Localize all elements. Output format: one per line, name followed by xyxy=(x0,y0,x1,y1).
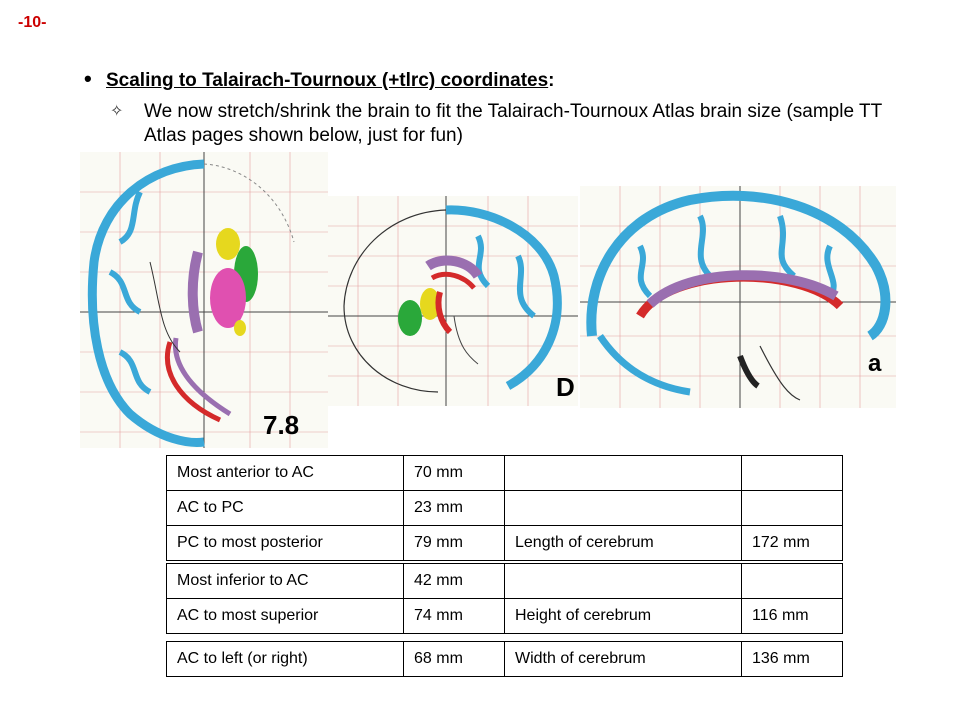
atlas-axial-label: 7.8 xyxy=(263,410,300,440)
table-cell: AC to PC xyxy=(166,490,404,526)
main-bullet: • Scaling to Talairach-Tournoux (+tlrc) … xyxy=(84,66,555,92)
table-row: Most inferior to AC 42 mm xyxy=(166,563,843,599)
table-cell: Width of cerebrum xyxy=(504,641,742,677)
table-row: AC to left (or right) 68 mm Width of cer… xyxy=(166,641,843,677)
table-cell xyxy=(741,455,843,491)
table-cell xyxy=(504,455,742,491)
sub-bullet-text: We now stretch/shrink the brain to fit t… xyxy=(144,101,882,146)
bullet-heading-colon: : xyxy=(548,70,555,91)
table-cell: Most inferior to AC xyxy=(166,563,404,599)
table-cell: 23 mm xyxy=(403,490,505,526)
sub-bullet: ✧ We now stretch/shrink the brain to fit… xyxy=(104,100,884,148)
bullet-dot-icon: • xyxy=(84,66,92,91)
four-point-star-icon: ✧ xyxy=(110,103,124,120)
table-cell xyxy=(741,563,843,599)
table-row: PC to most posterior 79 mm Length of cer… xyxy=(166,525,843,561)
inferior-superior-table: Most inferior to AC 42 mm AC to most sup… xyxy=(166,563,843,634)
table-cell: 68 mm xyxy=(403,641,505,677)
table-row: Most anterior to AC 70 mm xyxy=(166,455,843,491)
table-cell: Most anterior to AC xyxy=(166,455,404,491)
table-cell xyxy=(504,563,742,599)
table-cell: Length of cerebrum xyxy=(504,525,742,561)
table-cell: 70 mm xyxy=(403,455,505,491)
atlas-axial-image: 7.8 xyxy=(80,152,328,448)
atlas-sagittal-label: a xyxy=(868,350,882,377)
bullet-heading: Scaling to Talairach-Tournoux (+tlrc) co… xyxy=(106,70,549,91)
table-cell: PC to most posterior xyxy=(166,525,404,561)
table-cell: 74 mm xyxy=(403,598,505,634)
table-cell: 116 mm xyxy=(741,598,843,634)
table-row: AC to most superior 74 mm Height of cere… xyxy=(166,598,843,634)
table-cell xyxy=(741,490,843,526)
table-cell: 42 mm xyxy=(403,563,505,599)
table-cell xyxy=(504,490,742,526)
atlas-coronal-label: D xyxy=(556,372,575,402)
table-row: AC to PC 23 mm xyxy=(166,490,843,526)
table-cell: 79 mm xyxy=(403,525,505,561)
slide-number: -10- xyxy=(18,14,47,31)
anterior-posterior-table: Most anterior to AC 70 mm AC to PC 23 mm… xyxy=(166,455,843,561)
atlas-coronal-image: D xyxy=(328,196,578,406)
table-cell: 172 mm xyxy=(741,525,843,561)
left-right-table: AC to left (or right) 68 mm Width of cer… xyxy=(166,641,843,677)
table-cell: Height of cerebrum xyxy=(504,598,742,634)
table-cell: AC to left (or right) xyxy=(166,641,404,677)
table-cell: AC to most superior xyxy=(166,598,404,634)
table-cell: 136 mm xyxy=(741,641,843,677)
atlas-sagittal-image: a xyxy=(580,186,896,408)
